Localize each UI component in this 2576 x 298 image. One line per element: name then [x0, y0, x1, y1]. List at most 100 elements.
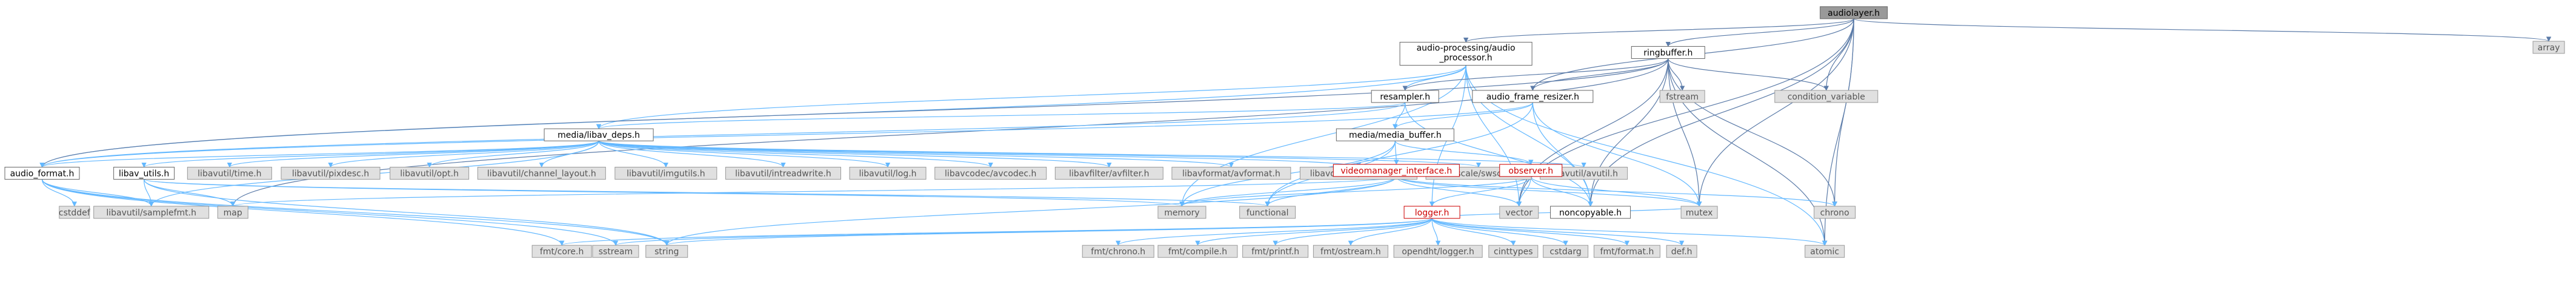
node-label: string	[654, 247, 679, 257]
node-observer[interactable]: observer.h	[1499, 164, 1563, 177]
edge-audio_format-to-fmt_core	[41, 179, 565, 246]
node-audio-format[interactable]: audio_format.h	[4, 166, 80, 180]
node-box	[1593, 245, 1660, 258]
node-label: atomic	[1810, 247, 1839, 257]
node-fstream[interactable]: fstream	[1659, 90, 1705, 103]
node-libavutil-channel-layout[interactable]: libavutil/channel_layout.h	[477, 166, 606, 180]
node-box	[1157, 245, 1238, 258]
node-label: libavfilter/avfilter.h	[1069, 169, 1149, 178]
node-fmt-core[interactable]: fmt/core.h	[531, 245, 592, 258]
edge-audiolayer-to-ringbuffer	[1665, 18, 1854, 47]
edge-libav_deps-to-libswscale	[598, 140, 1481, 168]
node-condition-variable[interactable]: condition_variable	[1774, 90, 1879, 103]
node-videomanager-interface[interactable]: videomanager_interface.h	[1333, 164, 1460, 177]
node-label: fmt/printf.h	[1251, 247, 1299, 257]
node-cinttypes[interactable]: cinttypes	[1488, 245, 1539, 258]
node-label: audio_frame_resizer.h	[1486, 92, 1579, 102]
edge-audio_processing-to-resampler	[1402, 65, 1466, 91]
edge-ringbuffer-to-condition_variable	[1668, 58, 1829, 91]
node-memory[interactable]: memory	[1157, 206, 1206, 219]
node-label: libavutil/log.h	[859, 169, 917, 178]
edge-ringbuffer-to-resampler	[1402, 58, 1669, 91]
node-array[interactable]: array	[2532, 41, 2565, 54]
node-mutex[interactable]: mutex	[1680, 206, 1718, 219]
node-label: chrono	[1820, 208, 1849, 218]
node-box	[849, 166, 927, 180]
node-opendht-logger[interactable]: opendht/logger.h	[1393, 245, 1483, 258]
node-box	[4, 166, 80, 180]
node-resampler[interactable]: resampler.h	[1371, 90, 1439, 103]
node-libav-utils[interactable]: libav_utils.h	[113, 166, 175, 180]
node-ringbuffer[interactable]: ringbuffer.h	[1631, 46, 1705, 59]
node-label: fstream	[1666, 92, 1699, 102]
node-audiolayer[interactable]: audiolayer.h	[1820, 6, 1888, 19]
node-box	[187, 166, 272, 180]
edge-logger-to-cinttypes	[1431, 218, 1516, 246]
node-box	[645, 245, 688, 258]
node-label: logger.h	[1415, 208, 1449, 218]
node-cstdarg[interactable]: cstdarg	[1543, 245, 1589, 258]
node-label: libavformat/avformat.h	[1182, 169, 1280, 178]
node-box	[1814, 206, 1856, 219]
edge-resampler-to-libav_deps	[596, 102, 1406, 129]
node-fmt-printf[interactable]: fmt/printf.h	[1242, 245, 1309, 258]
node-label: libavutil/intreadwrite.h	[735, 169, 831, 178]
node-box	[1054, 166, 1163, 180]
node-map[interactable]: map	[217, 206, 248, 219]
edge-videomanager_interface-to-mutex	[1396, 176, 1702, 207]
edge-logger-to-string	[664, 218, 1433, 246]
node-audio-frame-resizer[interactable]: audio_frame_resizer.h	[1472, 90, 1594, 103]
node-libavutil-time[interactable]: libavutil/time.h	[187, 166, 272, 180]
node-libavfilter[interactable]: libavfilter/avfilter.h	[1054, 166, 1163, 180]
node-fmt-ostream[interactable]: fmt/ostream.h	[1313, 245, 1388, 258]
edge-observer-to-logger	[1429, 176, 1531, 207]
edge-audio_format-to-sstream	[41, 179, 618, 246]
node-box	[934, 166, 1047, 180]
node-noncopyable[interactable]: noncopyable.h	[1550, 206, 1631, 219]
edge-libav_deps-to-libav_utils	[141, 140, 599, 168]
node-vector[interactable]: vector	[1499, 206, 1539, 219]
node-label: audio_format.h	[10, 169, 75, 178]
node-fmt-compile[interactable]: fmt/compile.h	[1157, 245, 1238, 258]
node-libavcodec[interactable]: libavcodec/avcodec.h	[934, 166, 1047, 180]
node-cstddef[interactable]: cstddef	[59, 206, 91, 219]
node-label: noncopyable.h	[1559, 208, 1622, 218]
node-libavutil-pixdesc[interactable]: libavutil/pixdesc.h	[281, 166, 381, 180]
node-label: vector	[1506, 208, 1533, 218]
node-box	[614, 166, 717, 180]
node-libavutil-imgutils[interactable]: libavutil/imgutils.h	[614, 166, 717, 180]
node-label: libavutil/channel_layout.h	[487, 169, 596, 178]
node-sstream[interactable]: sstream	[592, 245, 639, 258]
edge-logger-to-fmt_chrono	[1116, 218, 1433, 246]
edge-libav_deps-to-libavutil_pixdesc	[328, 140, 599, 168]
node-functional[interactable]: functional	[1239, 206, 1296, 219]
node-fmt-chrono[interactable]: fmt/chrono.h	[1082, 245, 1154, 258]
edge-libav_deps-to-libavutil_log	[598, 140, 891, 168]
node-libavutil-log[interactable]: libavutil/log.h	[849, 166, 927, 180]
node-label: opendht/logger.h	[1402, 247, 1474, 257]
node-box	[1499, 164, 1563, 177]
edge-observer-to-vector	[1516, 176, 1531, 207]
node-atomic[interactable]: atomic	[1805, 245, 1845, 258]
node-label: libavutil/avutil.h	[1549, 169, 1618, 178]
node-box	[59, 206, 90, 219]
node-box	[1371, 90, 1439, 103]
node-logger[interactable]: logger.h	[1403, 206, 1460, 219]
node-audio-processing[interactable]: audio-processing/audio_processor.h	[1399, 42, 1533, 66]
node-libav-deps[interactable]: media/libav_deps.h	[544, 128, 654, 141]
node-libavformat[interactable]: libavformat/avformat.h	[1171, 166, 1291, 180]
edge-videomanager_interface-to-map	[230, 176, 1397, 207]
node-string[interactable]: string	[645, 245, 688, 258]
node-libavutil-samplefmt[interactable]: libavutil/samplefmt.h	[93, 206, 210, 219]
edge-audiolayer-to-condition_variable	[1823, 18, 1854, 91]
node-box	[93, 206, 210, 219]
node-def[interactable]: def.h	[1666, 245, 1697, 258]
node-libavutil-intreadwrite[interactable]: libavutil/intreadwrite.h	[725, 166, 841, 180]
node-box	[1659, 90, 1705, 103]
edge-ringbuffer-to-audio_frame_resizer	[1530, 58, 1669, 91]
node-libavutil-opt[interactable]: libavutil/opt.h	[390, 166, 470, 180]
node-chrono[interactable]: chrono	[1814, 206, 1856, 219]
node-fmt-format[interactable]: fmt/format.h	[1593, 245, 1660, 258]
node-media-buffer[interactable]: media/media_buffer.h	[1336, 128, 1454, 141]
